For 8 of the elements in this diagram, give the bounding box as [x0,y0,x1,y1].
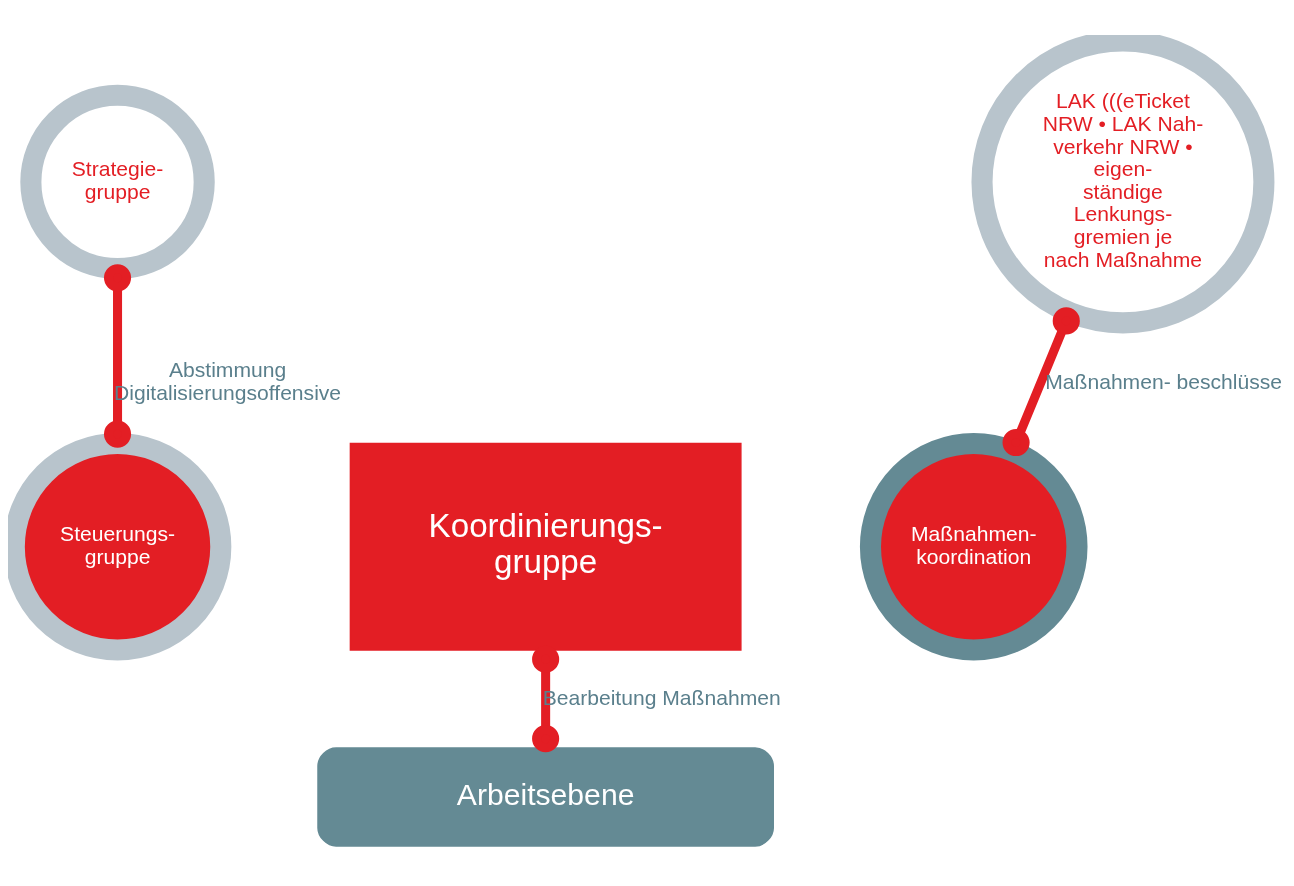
connector [1002,306,1080,456]
node-circle: Steuerungs- gruppe [8,432,232,661]
edge-label: Maßnahmen- beschlüsse [1045,369,1283,393]
connector [103,263,132,448]
node-box: Arbeitsebene [317,746,774,847]
node-circle: Strategie- gruppe [20,84,215,279]
node-circle: Maßnahmen- koordination [859,432,1088,661]
node-box: Koordinierungs- gruppe [349,442,742,651]
